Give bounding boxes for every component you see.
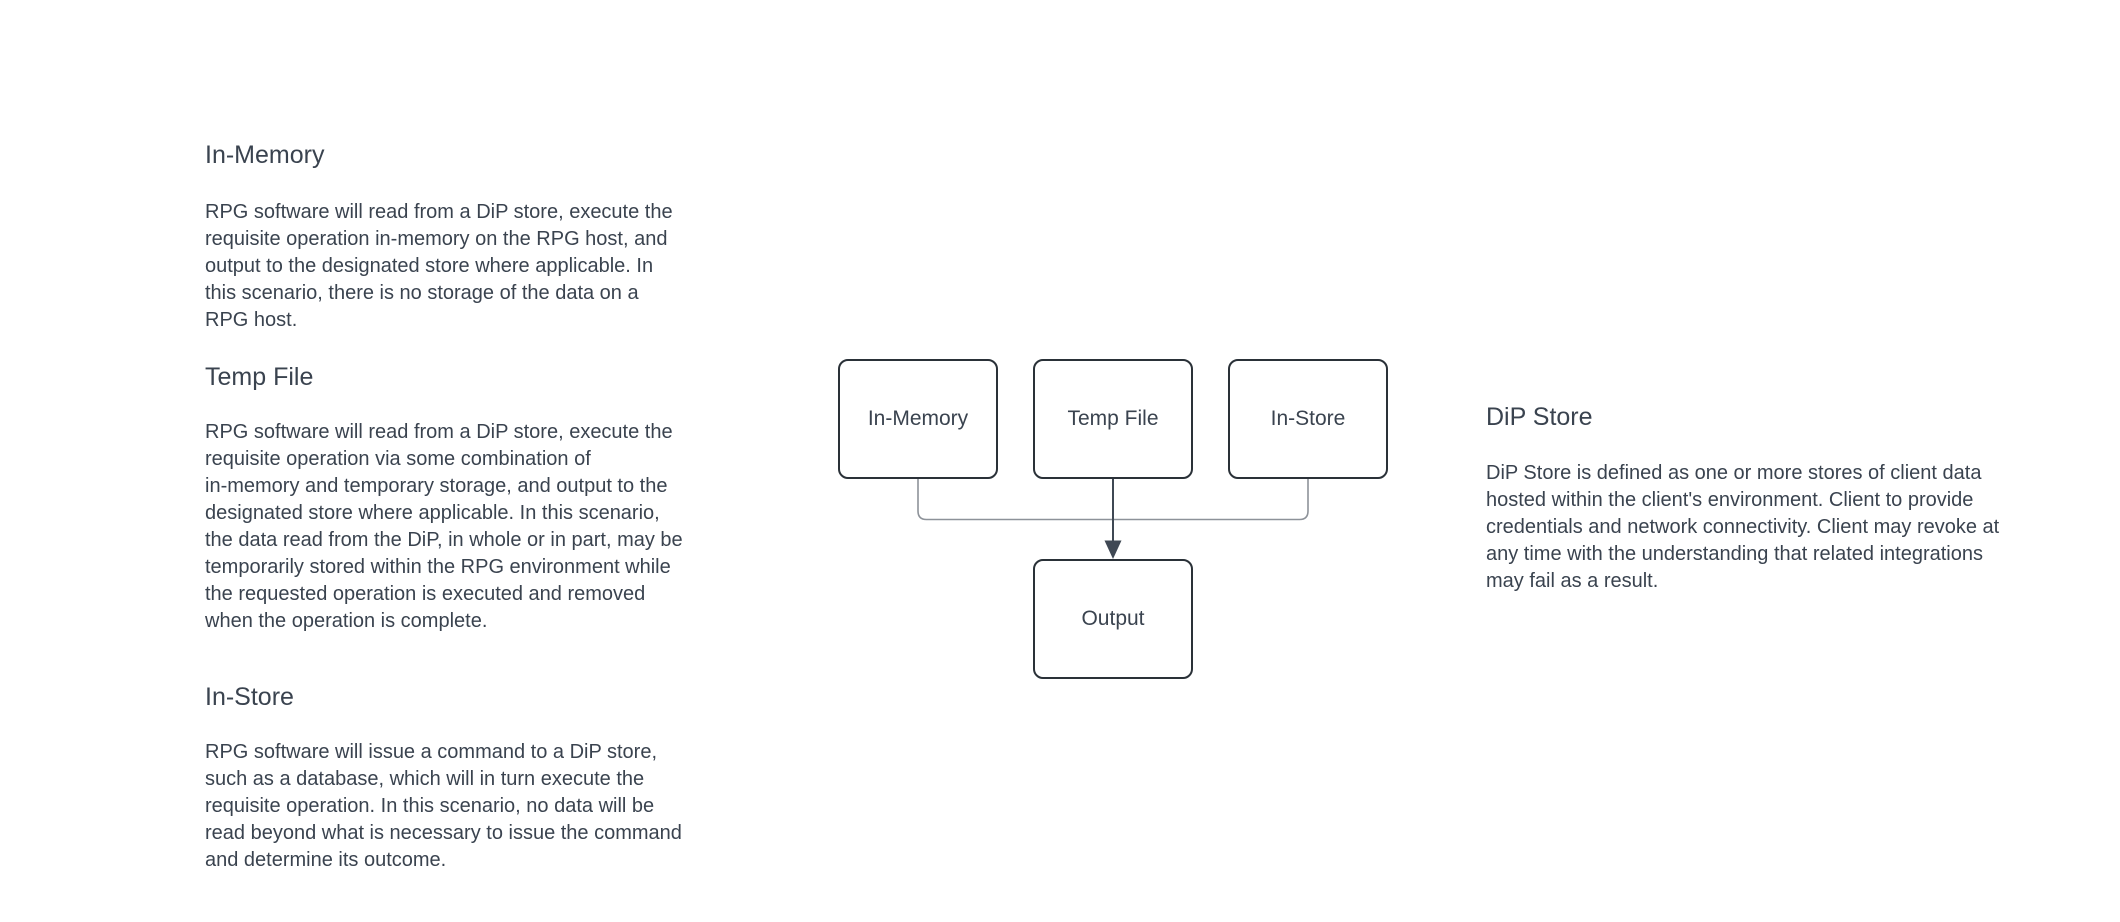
in-memory-section-heading: In-Memory [205,141,325,169]
node-in-memory: In-Memory [838,359,998,479]
in-store-section-heading: In-Store [205,683,294,711]
in-memory-section-description: RPG software will read from a DiP store,… [205,201,673,331]
edge-in-memory-in-store-bus [917,479,1309,521]
arrowhead-icon [1104,540,1122,559]
temp-file-section-description: RPG software will read from a DiP store,… [205,421,683,632]
dip-store-section-heading: DiP Store [1486,403,1593,431]
node-in-store-label: In-Store [1270,407,1346,430]
dip-store-section-description: DiP Store is defined as one or more stor… [1486,462,2000,592]
node-temp-file-label: Temp File [1067,407,1159,430]
node-in-store: In-Store [1228,359,1388,479]
node-output: Output [1033,559,1193,679]
in-store-section-description: RPG software will issue a command to a D… [205,741,682,871]
node-temp-file: Temp File [1033,359,1193,479]
node-output-label: Output [1081,607,1145,630]
temp-file-section-heading: Temp File [205,363,314,391]
node-in-memory-label: In-Memory [867,407,969,430]
